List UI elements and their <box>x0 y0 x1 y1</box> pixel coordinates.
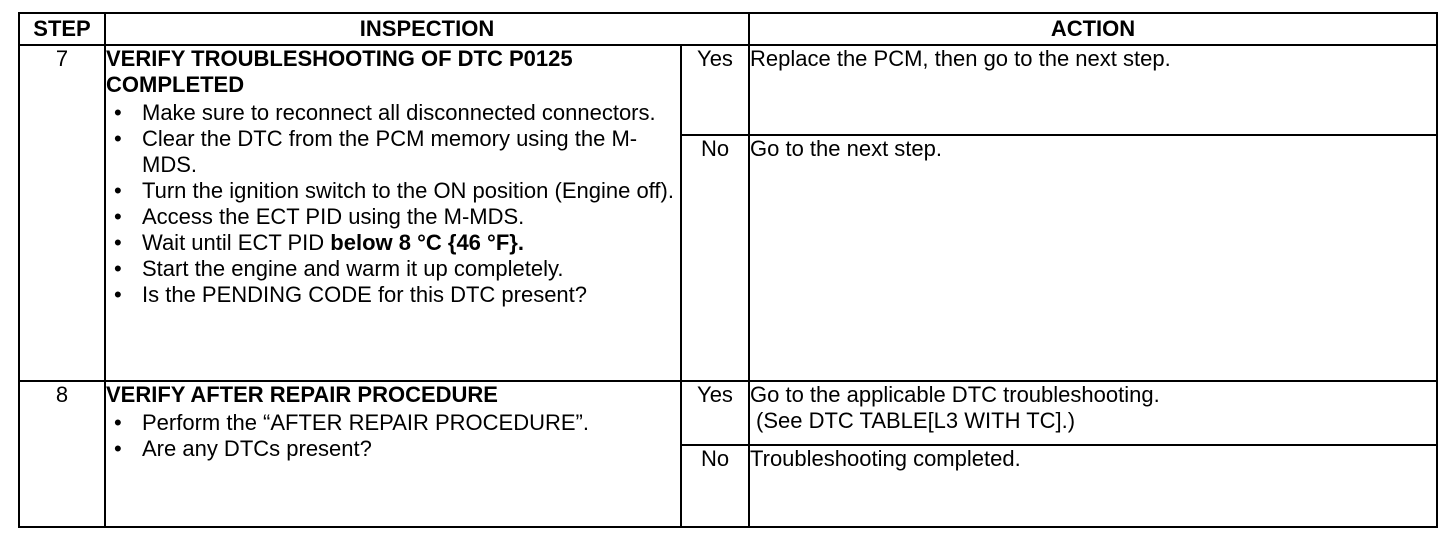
no-label: No <box>680 134 750 382</box>
bullet-icon: • <box>114 256 122 281</box>
step-7-no-row: No Go to the next step. <box>19 134 1438 382</box>
step-title: VERIFY TROUBLESHOOTING OF DTC P0125 COMP… <box>106 46 573 97</box>
list-item: •Clear the DTC from the PCM memory using… <box>114 126 638 177</box>
bullet-icon: • <box>114 100 122 125</box>
list-item: •Make sure to reconnect all disconnected… <box>114 100 656 125</box>
step-inspection: VERIFY TROUBLESHOOTING OF DTC P0125 COMP… <box>104 44 682 382</box>
bullet-icon: • <box>114 126 122 151</box>
list-item: •Are any DTCs present? <box>114 436 372 461</box>
step-8-yes-row: 8 VERIFY AFTER REPAIR PROCEDURE •Perform… <box>18 380 1438 528</box>
bullet-icon: • <box>114 230 122 255</box>
no-action: Troubleshooting completed. <box>748 444 1438 528</box>
list-item: •Is the PENDING CODE for this DTC presen… <box>114 282 588 307</box>
list-item: •Wait until ECT PID below 8 °C {46 °F}. <box>114 230 524 255</box>
yes-action: Go to the applicable DTC troubleshooting… <box>748 380 1438 446</box>
bullet-icon: • <box>114 178 122 203</box>
yes-label: Yes <box>680 44 750 136</box>
list-item: •Turn the ignition switch to the ON posi… <box>114 178 674 203</box>
no-action: Go to the next step. <box>748 134 1438 382</box>
list-item: •Start the engine and warm it up complet… <box>114 256 564 281</box>
inspection-list: •Perform the “AFTER REPAIR PROCEDURE”. •… <box>106 410 680 462</box>
step-number: 8 <box>18 380 106 528</box>
header-step: STEP <box>18 12 106 46</box>
bullet-icon: • <box>114 436 122 461</box>
header-row: STEP INSPECTION ACTION <box>18 12 1438 46</box>
step-8-no-row: No Troubleshooting completed. <box>19 444 1438 528</box>
bullet-icon: • <box>114 204 122 229</box>
bullet-icon: • <box>114 282 122 307</box>
yes-action: Replace the PCM, then go to the next ste… <box>748 44 1438 136</box>
step-title: VERIFY AFTER REPAIR PROCEDURE <box>106 382 498 407</box>
step-number: 7 <box>18 44 106 382</box>
step-inspection: VERIFY AFTER REPAIR PROCEDURE •Perform t… <box>104 380 682 528</box>
yes-label: Yes <box>680 380 750 446</box>
see-reference-link[interactable]: (See DTC TABLE[L3 WITH TC].) <box>756 408 1076 433</box>
no-label: No <box>680 444 750 528</box>
list-item: •Perform the “AFTER REPAIR PROCEDURE”. <box>114 410 589 435</box>
troubleshooting-table: STEP INSPECTION ACTION 7 VERIFY TROUBLES… <box>18 12 1438 528</box>
header-action: ACTION <box>748 12 1438 46</box>
step-7-yes-row: 7 VERIFY TROUBLESHOOTING OF DTC P0125 CO… <box>18 44 1438 382</box>
header-inspection: INSPECTION <box>104 12 750 46</box>
inspection-list: •Make sure to reconnect all disconnected… <box>106 100 680 308</box>
bullet-icon: • <box>114 410 122 435</box>
list-item: •Access the ECT PID using the M-MDS. <box>114 204 525 229</box>
